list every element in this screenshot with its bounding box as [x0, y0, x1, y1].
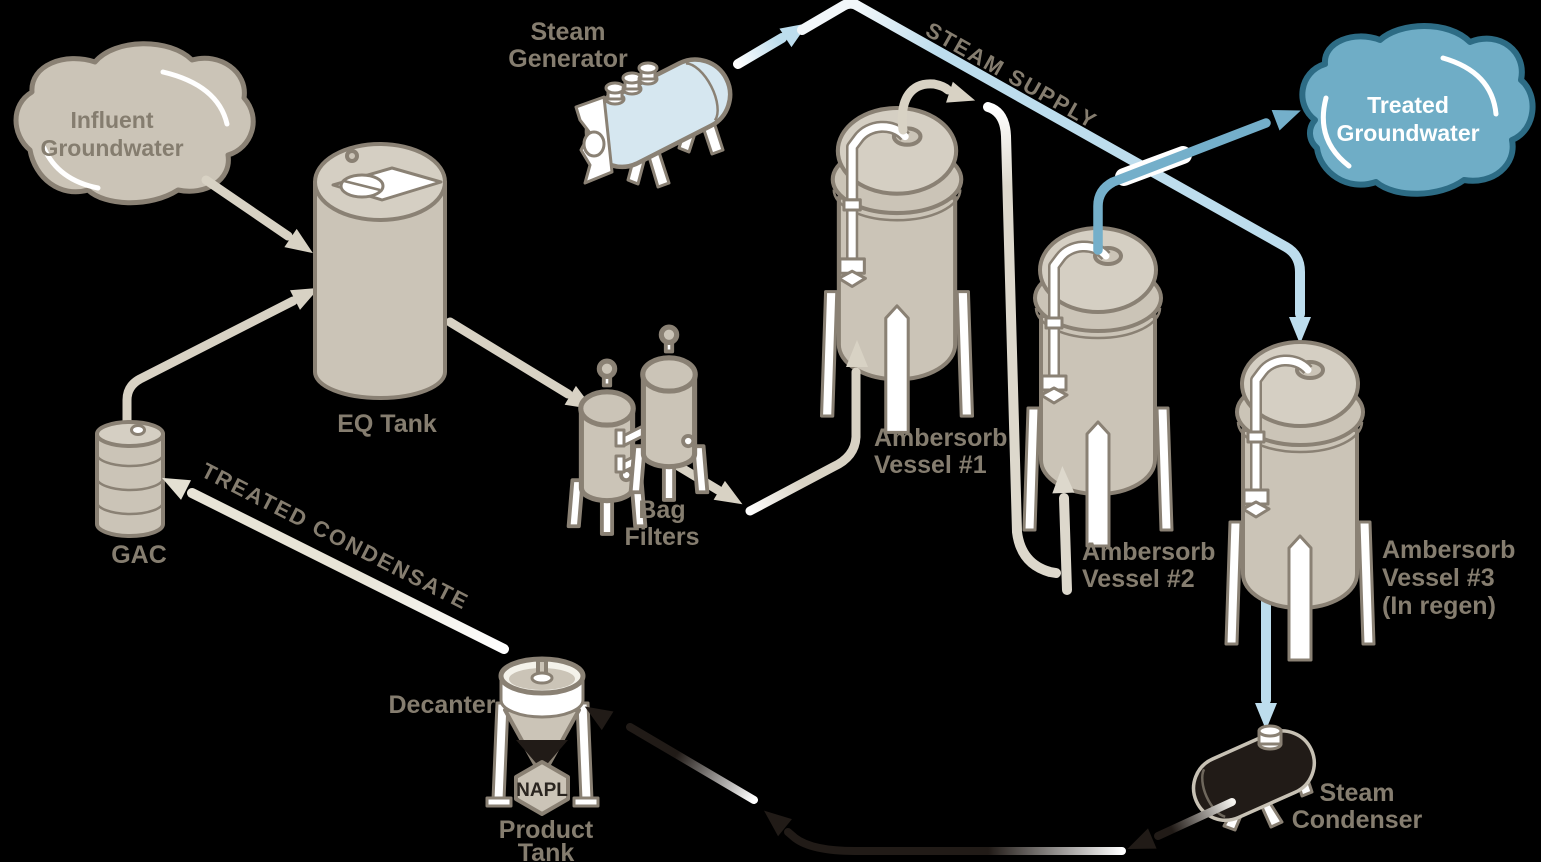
- vessel2-label-line1: Ambersorb: [1082, 538, 1215, 566]
- decanter: NAPL: [485, 656, 600, 816]
- gac-drum: [95, 420, 165, 538]
- decanter-foot: [572, 796, 600, 808]
- vessel1-label-line2: Vessel #1: [874, 451, 987, 479]
- arrow-influent-to-eq-tank: [201, 175, 313, 254]
- influent-cloud-label-line2: Groundwater: [40, 135, 183, 161]
- generator-fittings: [604, 61, 659, 106]
- treated-groundwater-cloud: [1299, 23, 1536, 197]
- arrow-eq-tank-to-bag-filters: [445, 317, 594, 410]
- influent-groundwater-cloud: [13, 41, 256, 206]
- condenser-fitting: [1257, 724, 1283, 751]
- cloud-highlight: [160, 69, 230, 127]
- eq-tank-label: EQ Tank: [337, 410, 437, 438]
- line-treated-condensate: [161, 477, 509, 654]
- steam-generator-label-line2: Generator: [508, 45, 628, 73]
- pipe-vessel1-to-vessel2: [983, 102, 1075, 595]
- ambersorb-vessel-2: [1024, 228, 1172, 546]
- pipe-gac-to-eq-tank: [122, 287, 320, 431]
- napl-bin: [514, 760, 570, 816]
- ambersorb-vessel-1: [822, 108, 973, 432]
- pipe-vessel1-top-out: [897, 79, 976, 135]
- vessel1-label-line1: Ambersorb: [874, 424, 1007, 452]
- line-condenser-to-decanter: [584, 706, 1236, 855]
- treated-condensate-flow-label: TREATED CONDENSATE: [198, 458, 474, 615]
- treated-cloud-label-line1: Treated: [1367, 92, 1449, 118]
- cloud-highlight: [1320, 95, 1352, 169]
- bag-filters-label-line1: Bag: [638, 496, 685, 524]
- tank-bolt: [345, 149, 359, 163]
- cone-interior: [516, 740, 568, 770]
- steam-generator: [574, 57, 733, 189]
- decanter-label: Decanter: [389, 691, 496, 719]
- cloud-highlight: [1440, 55, 1499, 117]
- steam-supply-line: [733, 0, 1311, 344]
- vessel3-label-line1: Ambersorb: [1382, 536, 1515, 564]
- eq-tank: [313, 142, 447, 400]
- napl-label: NAPL: [516, 780, 568, 801]
- steam-generator-label-line1: Steam: [530, 18, 605, 46]
- bag-filters-label-line2: Filters: [624, 523, 699, 551]
- cloud-highlight: [41, 145, 101, 191]
- vessel2-label-line2: Vessel #2: [1082, 565, 1195, 593]
- vessel3-label-line3: (In regen): [1382, 592, 1496, 620]
- ambersorb-vessel-3: [1226, 342, 1374, 660]
- influent-cloud-label-line1: Influent: [70, 107, 153, 133]
- steam-condenser: [1191, 724, 1316, 832]
- steam-supply-flow-label: STEAM SUPPLY: [921, 17, 1101, 134]
- product-tank-label-line2: Tank: [518, 839, 575, 862]
- vessel3-label-line2: Vessel #3: [1382, 564, 1495, 592]
- drum-cap: [130, 424, 146, 436]
- bag-filter-right: [631, 327, 708, 500]
- condenser-label-line2: Condenser: [1292, 806, 1423, 834]
- decanter-foot: [485, 796, 513, 808]
- product-tank-label-line1: Product: [499, 816, 594, 844]
- pipe-bag-filters-to-vessel1: [745, 340, 868, 516]
- treated-cloud-label-line2: Groundwater: [1336, 120, 1479, 146]
- bag-filters: [569, 327, 708, 534]
- gac-label: GAC: [111, 541, 167, 569]
- pipe-vessel2-to-treated-cloud: [1093, 109, 1301, 255]
- condenser-label-line1: Steam: [1319, 779, 1394, 807]
